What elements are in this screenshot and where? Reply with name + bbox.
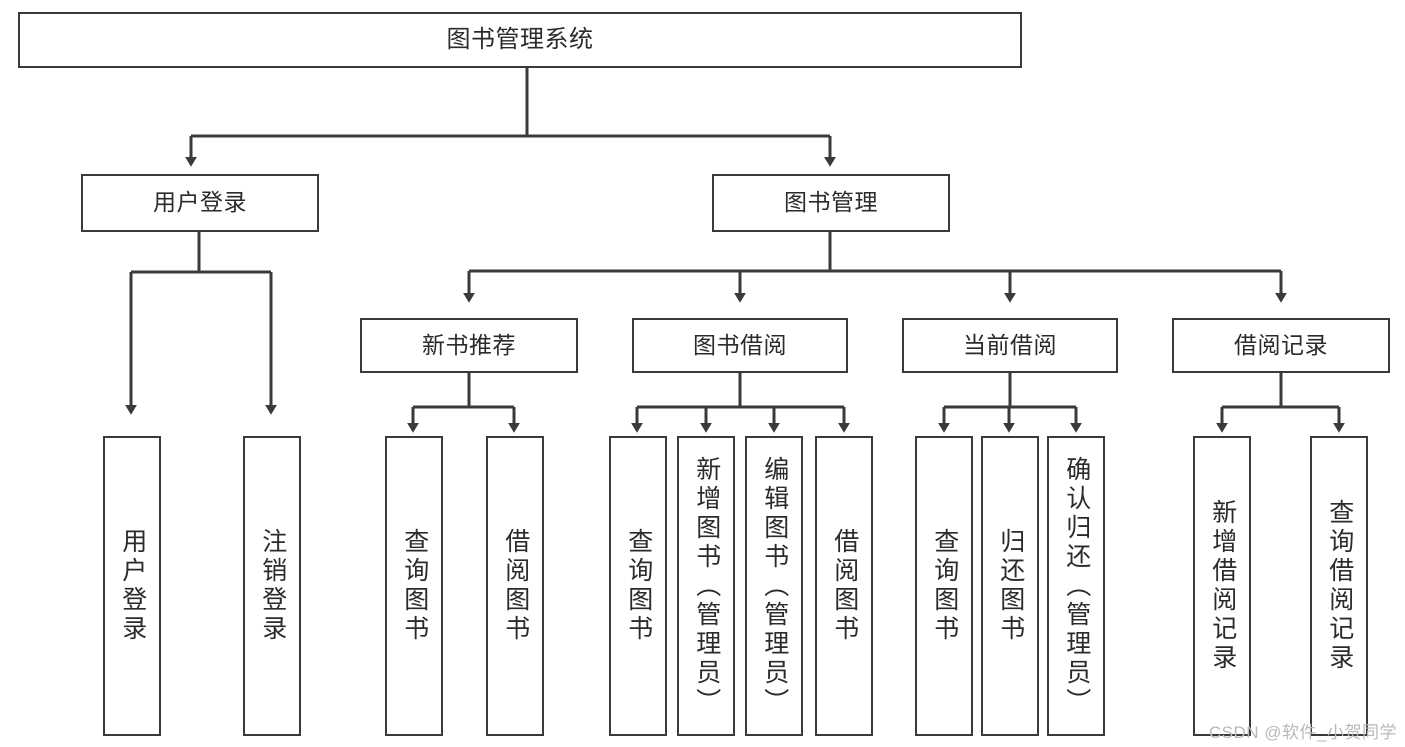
node-new-book-recommend-label: 新书推荐 [422, 331, 516, 358]
node-root[interactable]: 图书管理系统 [18, 12, 1022, 68]
node-borrow-record[interactable]: 借阅记录 [1172, 318, 1390, 373]
node-borrow-child-query-book[interactable]: 查询图书 [609, 436, 667, 736]
node-record-child-add-record-label: 新增借阅记录 [1208, 499, 1237, 673]
node-borrow-child-borrow-book-label: 借阅图书 [830, 528, 859, 644]
node-borrow-child-add-book[interactable]: 新增图书（管理员） [677, 436, 735, 736]
node-borrow-child-query-book-label: 查询图书 [624, 528, 653, 644]
node-borrow-child-edit-book-label: 编辑图书（管理员） [760, 455, 789, 717]
node-record-child-query-record[interactable]: 查询借阅记录 [1310, 436, 1368, 736]
node-recommend-child-query-book-label: 查询图书 [400, 528, 429, 644]
node-user-login[interactable]: 用户登录 [81, 174, 319, 232]
node-borrow-record-label: 借阅记录 [1234, 331, 1328, 358]
node-root-label: 图书管理系统 [446, 25, 594, 53]
node-login-child-user-login[interactable]: 用户登录 [103, 436, 161, 736]
node-current-child-query-book[interactable]: 查询图书 [915, 436, 973, 736]
node-current-child-return-book[interactable]: 归还图书 [981, 436, 1039, 736]
node-current-child-confirm-return-label: 确认归还（管理员） [1062, 455, 1091, 717]
node-book-manage-label: 图书管理 [784, 189, 878, 216]
node-recommend-child-query-book[interactable]: 查询图书 [385, 436, 443, 736]
node-new-book-recommend[interactable]: 新书推荐 [360, 318, 578, 373]
node-current-borrow[interactable]: 当前借阅 [902, 318, 1118, 373]
node-book-borrow[interactable]: 图书借阅 [632, 318, 848, 373]
node-login-child-logout[interactable]: 注销登录 [243, 436, 301, 736]
node-borrow-child-borrow-book[interactable]: 借阅图书 [815, 436, 873, 736]
node-book-manage[interactable]: 图书管理 [712, 174, 950, 232]
node-record-child-query-record-label: 查询借阅记录 [1325, 499, 1354, 673]
node-recommend-child-borrow-book[interactable]: 借阅图书 [486, 436, 544, 736]
node-current-child-query-book-label: 查询图书 [930, 528, 959, 644]
node-user-login-label: 用户登录 [153, 189, 247, 216]
node-login-child-user-login-label: 用户登录 [118, 528, 147, 644]
node-current-borrow-label: 当前借阅 [963, 331, 1057, 358]
node-borrow-child-add-book-label: 新增图书（管理员） [692, 455, 721, 717]
node-recommend-child-borrow-book-label: 借阅图书 [501, 528, 530, 644]
node-record-child-add-record[interactable]: 新增借阅记录 [1193, 436, 1251, 736]
node-borrow-child-edit-book[interactable]: 编辑图书（管理员） [745, 436, 803, 736]
node-book-borrow-label: 图书借阅 [693, 331, 787, 358]
node-current-child-confirm-return[interactable]: 确认归还（管理员） [1047, 436, 1105, 736]
csdn-watermark: CSDN @软件_小贺同学 [1208, 723, 1397, 742]
node-current-child-return-book-label: 归还图书 [996, 528, 1025, 644]
node-login-child-logout-label: 注销登录 [258, 528, 287, 644]
